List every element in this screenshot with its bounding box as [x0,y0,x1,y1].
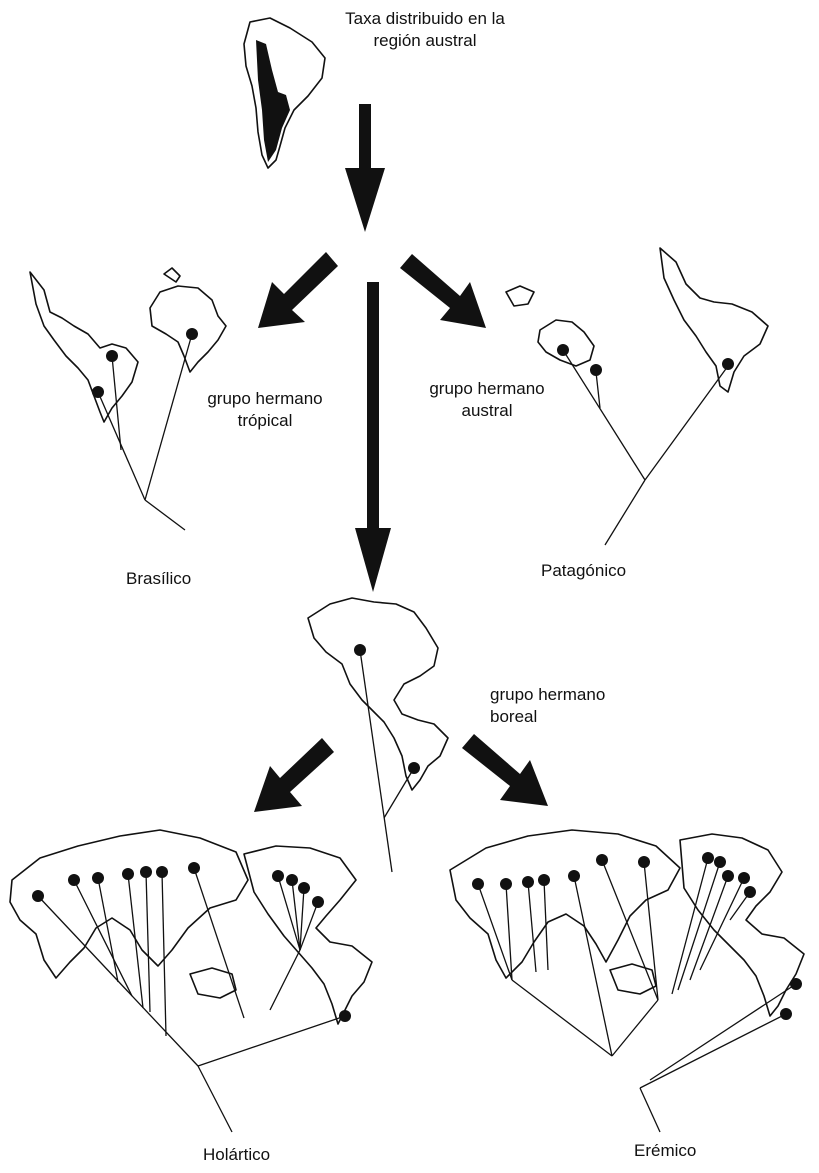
distribution-point [702,852,714,864]
distribution-point [557,344,569,356]
distribution-point [500,878,512,890]
distribution-point [92,872,104,884]
distribution-point [188,862,200,874]
down-arrow-top [345,104,385,232]
austral-sister-label: grupo hermano austral [412,378,562,422]
tropical-sister-line1: grupo hermano [190,388,340,410]
tropical-sister-line2: trópical [190,410,340,432]
boreal-sister-line2: boreal [490,706,650,728]
down-arrow-center [355,282,391,592]
brasilico-cladogram [92,328,198,530]
distribution-point [738,872,750,884]
distribution-point [186,328,198,340]
distribution-point [780,1008,792,1020]
distribution-point [286,874,298,886]
distribution-point [522,876,534,888]
patagonico-cladogram [557,344,734,545]
boreal-sister-label: grupo hermano boreal [490,684,650,728]
arrow-to-eremico [462,734,548,806]
patagonico-map [506,248,768,392]
distribution-point [722,870,734,882]
americas-map-boreal [308,598,448,790]
austral-sister-line1: grupo hermano [412,378,562,400]
boreal-sister-line1: grupo hermano [490,684,650,706]
distribution-point [638,856,650,868]
pattern-label-holartico: Holártico [203,1144,270,1166]
distribution-point [312,896,324,908]
distribution-point [568,870,580,882]
distribution-point [744,886,756,898]
arrow-to-brasilico [258,252,338,328]
arrow-to-holartico [254,738,334,812]
distribution-point [354,644,366,656]
south-america-map [244,18,325,168]
distribution-point [538,874,550,886]
distribution-point [68,874,80,886]
distribution-point [92,386,104,398]
arrow-to-patagonico [400,254,486,328]
distribution-point [590,364,602,376]
distribution-point [339,1010,351,1022]
distribution-point [472,878,484,890]
distribution-point [408,762,420,774]
distribution-point [722,358,734,370]
pattern-label-brasilico: Brasílico [126,568,191,590]
austral-sister-line2: austral [412,400,562,422]
distribution-point [106,350,118,362]
distribution-point [272,870,284,882]
holartico-map [10,830,372,1024]
top-caption: Taxa distribuido en la región austral [325,8,525,52]
top-caption-line2: región austral [325,30,525,52]
pattern-label-eremico: Erémico [634,1140,696,1162]
distribution-point [32,890,44,902]
distribution-point [790,978,802,990]
pattern-label-patagonico: Patagónico [541,560,626,582]
distribution-point [156,866,168,878]
top-caption-line1: Taxa distribuido en la [325,8,525,30]
distribution-point [140,866,152,878]
distribution-point [714,856,726,868]
distribution-point [122,868,134,880]
tropical-sister-label: grupo hermano trópical [190,388,340,432]
distribution-point [298,882,310,894]
distribution-point [596,854,608,866]
